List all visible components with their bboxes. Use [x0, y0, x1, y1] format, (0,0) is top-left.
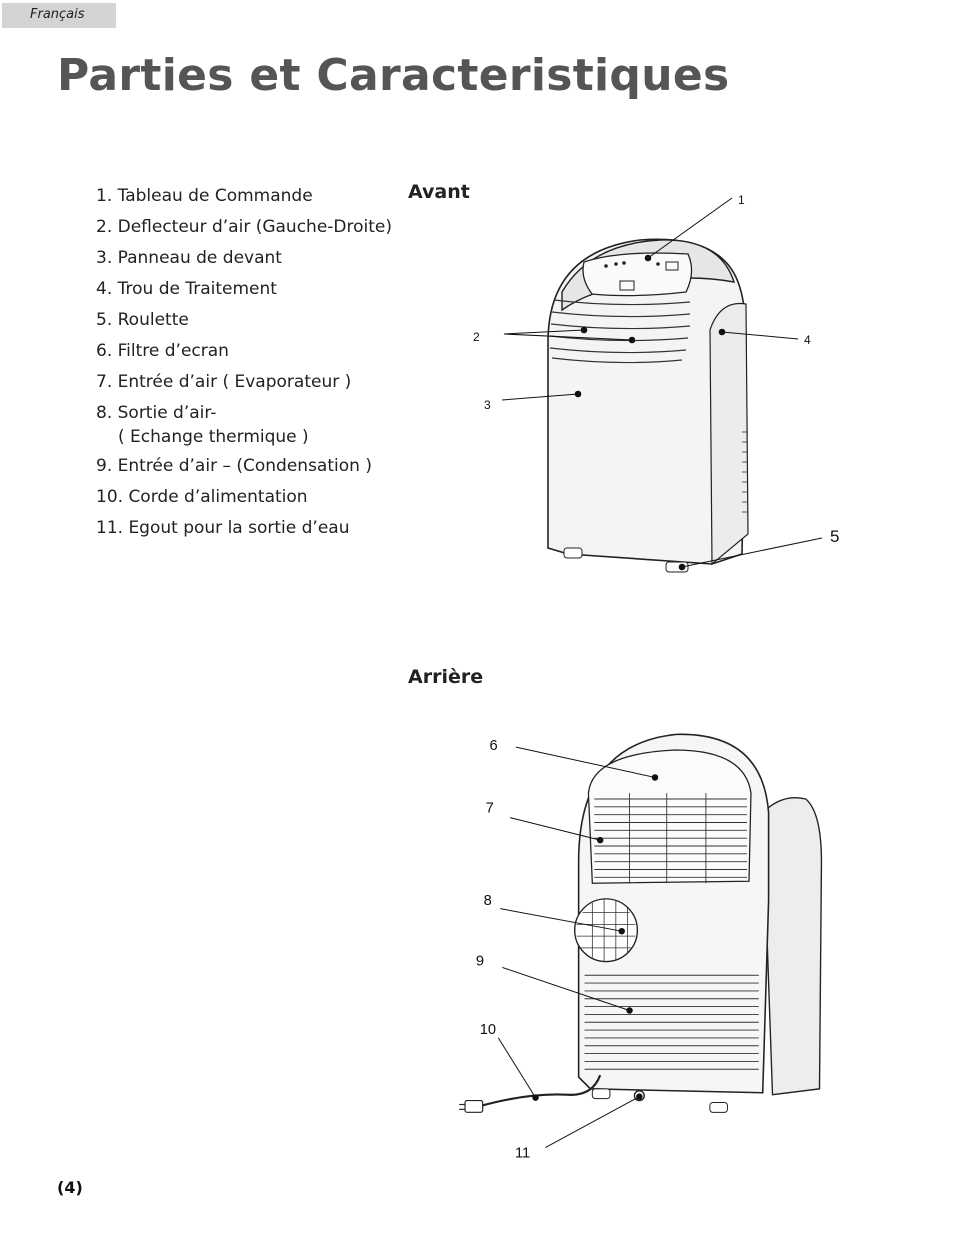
list-item: 5. Roulette	[96, 310, 189, 330]
callout-5: 5	[830, 527, 839, 546]
parts-list: 1. Tableau de Commande 2. Deflecteur d’a…	[96, 184, 392, 547]
front-view-illustration: 1 2 3 4 5	[420, 182, 890, 652]
list-item: 4. Trou de Traitement	[96, 279, 277, 299]
page-title: Parties et Caracteristiques	[57, 50, 730, 101]
callout-7: 7	[486, 801, 494, 817]
front-section-label: Avant	[408, 181, 470, 203]
list-item-line1: 8. Sortie d’air-	[96, 403, 217, 423]
callout-9: 9	[476, 953, 484, 969]
callout-1: 1	[738, 193, 745, 207]
callout-11: 11	[515, 1145, 530, 1161]
language-tab: Français	[2, 3, 116, 28]
list-item: 1. Tableau de Commande	[96, 186, 313, 206]
back-view-illustration: 6 7 8 9 10 11	[420, 700, 890, 1180]
list-item-line2: ( Echange thermique )	[118, 427, 309, 447]
list-item: 10. Corde d’alimentation	[96, 487, 308, 507]
callout-2: 2	[473, 330, 480, 344]
back-section-label: Arrière	[408, 666, 484, 688]
callout-4: 4	[804, 333, 811, 347]
callout-8: 8	[484, 893, 492, 909]
callout-10: 10	[480, 1022, 496, 1038]
list-item: 9. Entrée d’air – (Condensation )	[96, 456, 372, 476]
page-number: (4)	[57, 1178, 83, 1197]
list-item: 8. Sortie d’air- ( Echange thermique )	[96, 401, 392, 454]
list-item: 6. Filtre d’ecran	[96, 341, 229, 361]
list-item: 11. Egout pour la sortie d’eau	[96, 518, 350, 538]
callout-3: 3	[484, 398, 491, 412]
callout-6: 6	[490, 738, 498, 754]
list-item: 3. Panneau de devant	[96, 248, 282, 268]
list-item: 7. Entrée d’air ( Evaporateur )	[96, 372, 352, 392]
list-item: 2. Deflecteur d’air (Gauche-Droite)	[96, 217, 393, 237]
